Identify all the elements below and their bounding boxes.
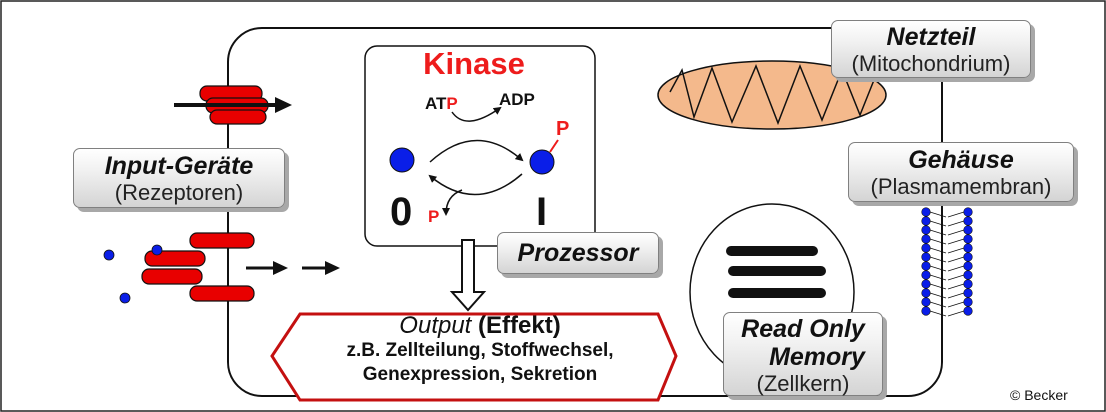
- phosphorylation-cycle-icon: [428, 106, 524, 216]
- atp-phosphate: P: [446, 94, 458, 113]
- rom-label-box: Read Only Memory (Zellkern): [723, 312, 883, 396]
- power-supply-label-box: Netzteil (Mitochondrium): [831, 20, 1031, 78]
- kinase-title: Kinase: [423, 46, 525, 81]
- receptor-icon: [174, 85, 292, 125]
- output-label: Output (Effekt) z.B. Zellteilung, Stoffw…: [290, 312, 670, 387]
- input-devices-subtitle: (Rezeptoren): [114, 180, 244, 205]
- phosphate-label-bound: P: [556, 118, 570, 140]
- output-title-italic: Output: [399, 312, 472, 339]
- rom-title-line1: Read Only: [741, 315, 865, 343]
- substrate-unphosphorylated-icon: [389, 147, 415, 173]
- atp-prefix: AT: [425, 94, 447, 113]
- rom-title-line2: Memory: [769, 343, 865, 371]
- membrane-bilayer-icon: [921, 207, 973, 317]
- ligand-molecules-icon: [103, 244, 163, 304]
- case-label-box: Gehäuse (Plasmamembran): [848, 142, 1074, 202]
- copyright-notice: © Becker: [1010, 387, 1068, 403]
- rom-subtitle: (Zellkern): [756, 371, 850, 396]
- input-devices-label-box: Input-Geräte (Rezeptoren): [73, 148, 285, 208]
- output-hexagon: [270, 312, 678, 402]
- adp-label: ADP: [499, 90, 535, 109]
- output-line2: Genexpression, Sekretion: [362, 364, 598, 385]
- chromosomes-icon: [726, 246, 826, 298]
- atp-label: ATP: [425, 94, 458, 114]
- output-line1: z.B. Zellteilung, Stoffwechsel,: [346, 340, 614, 361]
- processor-label-box: Prozessor: [497, 232, 659, 274]
- phosphate-label-released: P: [428, 207, 440, 226]
- input-devices-title: Input-Geräte: [104, 152, 254, 180]
- processor-label: Prozessor: [517, 239, 639, 267]
- down-arrow-icon: [449, 239, 487, 312]
- substrate-phosphorylated-icon: [529, 139, 559, 175]
- output-title: Output (Effekt): [290, 312, 670, 339]
- kinase-panel: [364, 45, 596, 247]
- power-supply-title: Netzteil: [886, 23, 976, 51]
- case-subtitle: (Plasmamembran): [870, 174, 1052, 199]
- output-title-bold: (Effekt): [478, 312, 561, 339]
- state-off-label: 0: [390, 190, 413, 234]
- signal-arrows-icon: [246, 261, 340, 275]
- membrane-receptor-icon: [141, 232, 255, 302]
- power-supply-subtitle: (Mitochondrium): [851, 51, 1011, 76]
- case-title: Gehäuse: [908, 146, 1014, 174]
- state-on-label: I: [536, 190, 548, 234]
